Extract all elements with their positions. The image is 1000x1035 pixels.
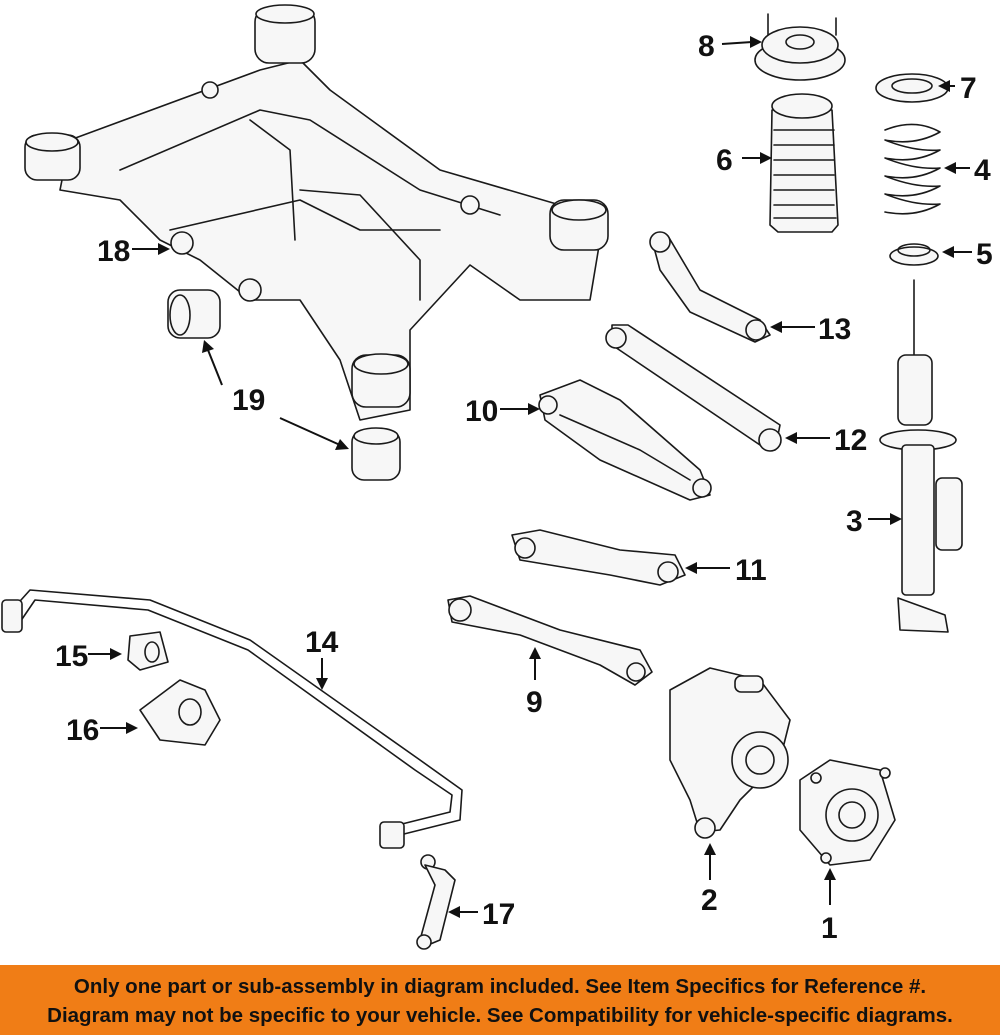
callout-13: 13 (818, 313, 851, 346)
control-arm-12 (605, 324, 782, 452)
callout-5: 5 (976, 238, 993, 271)
callout-1: 1 (821, 912, 838, 945)
rear-subframe (24, 4, 609, 421)
callout-8: 8 (698, 30, 715, 63)
coil-spring-4 (884, 123, 941, 215)
stabilizer-bracket-16 (139, 679, 221, 746)
control-arm-13 (649, 231, 771, 343)
stabilizer-link-17 (416, 854, 456, 950)
disclaimer-banner: Only one part or sub-assembly in diagram… (0, 965, 1000, 1035)
control-arm-9 (447, 595, 653, 686)
shock-absorber-3 (879, 279, 963, 633)
callout-18: 18 (97, 235, 130, 268)
callout-7: 7 (960, 72, 977, 105)
callout-4: 4 (974, 154, 991, 187)
callout-9: 9 (526, 686, 543, 719)
callout-14: 14 (305, 626, 339, 659)
wheel-hub-1 (799, 759, 896, 866)
disclaimer-line-1: Only one part or sub-assembly in diagram… (73, 975, 927, 998)
callout-2: 2 (701, 884, 718, 917)
callout-10: 10 (465, 395, 498, 428)
callout-15: 15 (55, 640, 88, 673)
strut-mount-8 (754, 13, 846, 81)
dust-boot-6 (769, 93, 839, 233)
control-arm-11 (511, 529, 686, 586)
callout-11: 11 (735, 554, 767, 587)
callout-labels: 8 7 6 4 5 13 12 10 3 11 9 14 15 16 2 1 1… (55, 30, 993, 945)
callout-3: 3 (846, 505, 863, 538)
callout-arrows (88, 36, 972, 918)
callout-6: 6 (716, 144, 733, 177)
stabilizer-bar-14 (1, 589, 463, 849)
rear-suspension-diagram: 8 7 6 4 5 13 12 10 3 11 9 14 15 16 2 1 1… (1, 4, 993, 950)
knuckle-2 (669, 667, 791, 839)
spring-isolator-5 (889, 243, 939, 266)
control-arm-10 (538, 379, 712, 501)
callout-16: 16 (66, 714, 99, 747)
spring-seat-7 (875, 73, 949, 103)
callout-12: 12 (834, 424, 867, 457)
callout-19: 19 (232, 384, 265, 417)
callout-17: 17 (482, 898, 515, 931)
stabilizer-bushing-15 (127, 631, 169, 671)
disclaimer-line-2: Diagram may not be specific to your vehi… (47, 1004, 953, 1027)
bushing-19 (167, 289, 401, 481)
